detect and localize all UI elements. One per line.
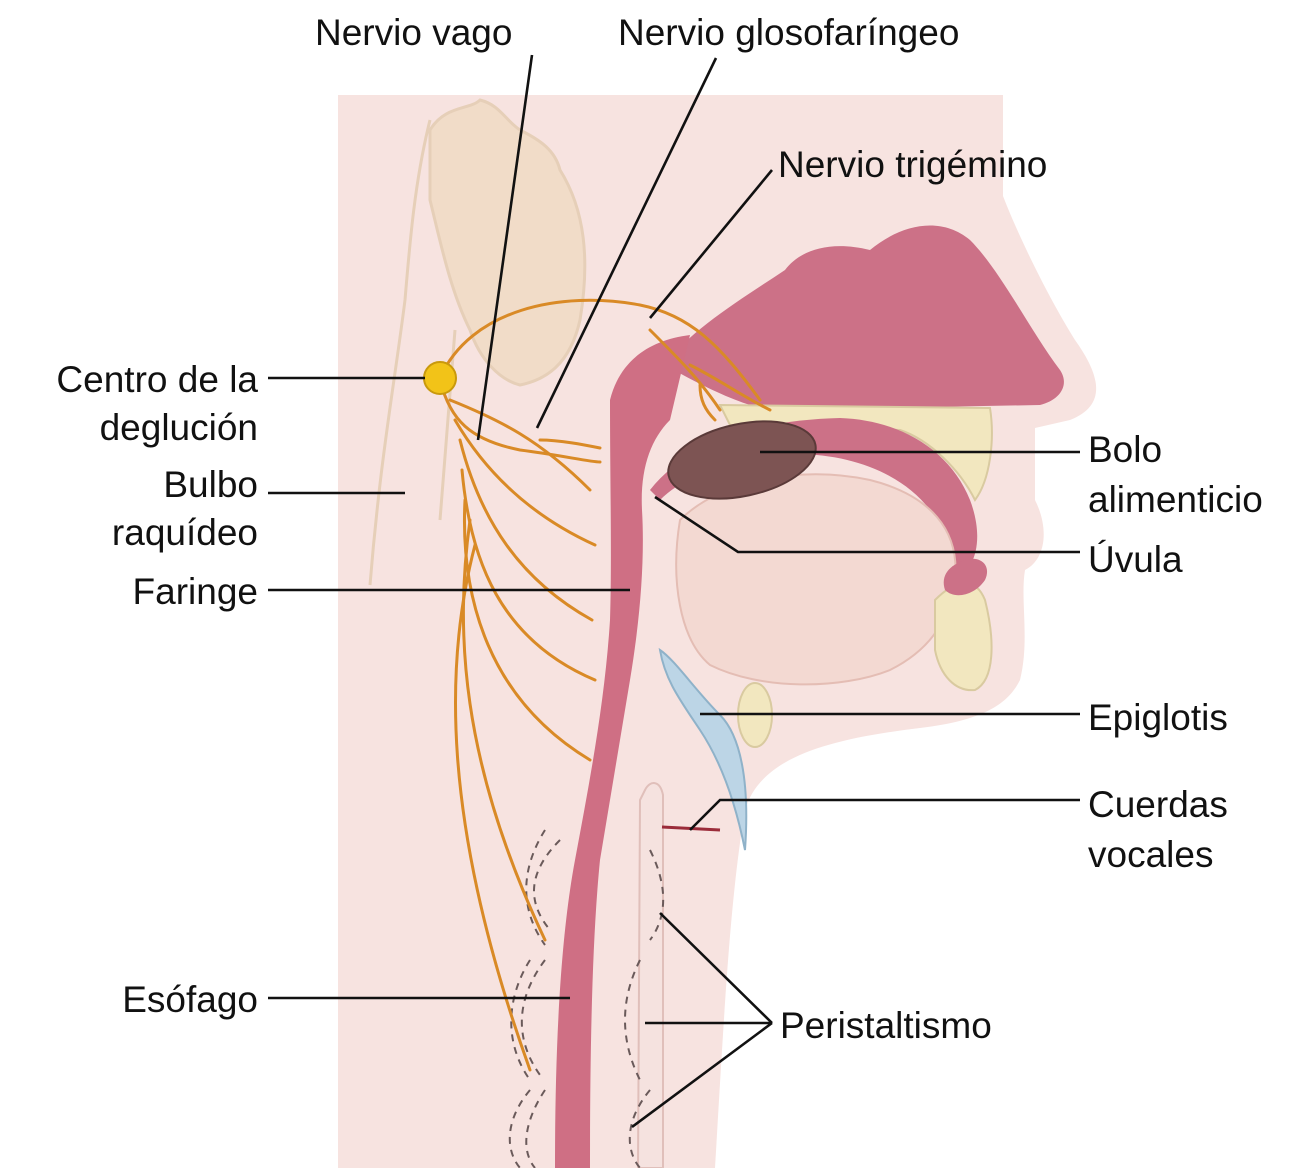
label-bulbo-line1: Bulbo — [163, 464, 258, 505]
tongue — [676, 474, 955, 684]
mandible — [935, 583, 992, 690]
label-centro-deglucion-line2: deglución — [100, 407, 258, 448]
label-nervio-glosofaringeo: Nervio glosofaríngeo — [618, 12, 959, 53]
label-bulbo-line2: raquídeo — [112, 512, 258, 553]
label-nervio-trigemino: Nervio trigémino — [778, 144, 1047, 185]
label-centro-deglucion-line1: Centro de la — [56, 359, 258, 400]
label-cuerdas-line1: Cuerdas — [1088, 784, 1228, 825]
label-uvula: Úvula — [1088, 539, 1183, 580]
label-peristaltismo: Peristaltismo — [780, 1005, 992, 1046]
label-esofago: Esófago — [122, 979, 258, 1020]
trachea-wall — [638, 783, 663, 1168]
label-bolo-line1: Bolo — [1088, 429, 1162, 470]
swallowing-center-dot — [424, 362, 456, 394]
label-cuerdas-line2: vocales — [1088, 834, 1213, 875]
label-nervio-vago: Nervio vago — [315, 12, 512, 53]
label-bolo-line2: alimenticio — [1088, 479, 1263, 520]
label-epiglotis: Epiglotis — [1088, 697, 1228, 738]
label-faringe: Faringe — [133, 571, 258, 612]
